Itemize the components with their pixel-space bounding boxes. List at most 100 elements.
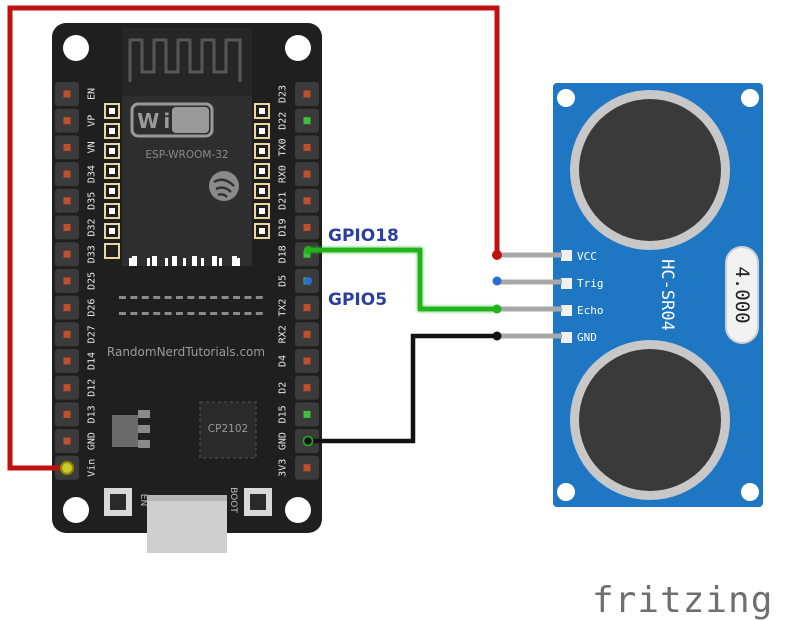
gpio18-label: GPIO18 [328,226,399,246]
pin-label: D32 [87,218,98,236]
boot-button[interactable]: BOOT [228,487,272,516]
pin-label: VN [87,141,98,153]
header-pin-left-vp[interactable]: VP [55,108,98,133]
mounting-hole [285,497,311,523]
transducer-bottom [570,340,730,500]
module-label: ESP-WROOM-32 [145,149,228,161]
mounting-hole [285,35,311,61]
pin-label: D34 [87,165,98,183]
pin-pad-echo [561,305,572,316]
pin-label: 3V3 [278,459,289,477]
pin-label: D33 [87,245,98,263]
pin-label: D15 [278,405,289,423]
wifi-logo: WiFi [137,109,202,133]
header-pin-right-d22[interactable]: D22 [278,108,320,133]
header-pin-right-d21[interactable]: D21 [278,188,320,213]
mounting-hole [63,35,89,61]
header-pin-left-d14[interactable]: D14 [55,349,98,373]
espressif-logo [209,171,239,201]
pin-label: VP [87,115,98,127]
gpio5-label: GPIO5 [328,290,387,310]
pin-pad-vcc [561,250,572,261]
module-pads [104,103,270,266]
header-pin-right-tx2[interactable]: TX2 [278,295,320,320]
sensor-pins: VCC Trig Echo GND [561,250,604,344]
pin-label: D26 [87,299,98,317]
pin-label: D35 [87,192,98,210]
header-pin-right-d18[interactable]: D18 [278,242,320,267]
header-pin-left-vn[interactable]: VN [55,135,98,160]
pin-label: RX0 [278,165,289,183]
wire-end-vin [60,461,74,475]
voltage-regulator [112,410,150,448]
mounting-hole [557,483,575,501]
header-pin-left-d13[interactable]: D13 [55,402,98,427]
header-pin-left-d26[interactable]: D26 [55,295,98,320]
header-pin-left-d33[interactable]: D33 [55,242,98,267]
pin-label: D25 [87,272,98,290]
esp32-board: WiFi ESP-WROOM-32 ENVPVND34D35D32D33D25D… [52,23,322,553]
header-pin-left-gnd[interactable]: GND [55,429,98,454]
crystal-label: 4.000 [731,266,753,323]
pin-label: GND [278,432,289,450]
esp-wroom-32-module: WiFi ESP-WROOM-32 [104,28,270,266]
pin-label: D2 [278,382,289,394]
header-pin-right-tx0[interactable]: TX0 [278,135,320,160]
header-pin-left-en[interactable]: EN [55,82,98,106]
header-pin-left-d12[interactable]: D12 [55,375,98,400]
pin-label: D4 [278,355,289,367]
pin-label: D19 [278,218,289,236]
wire-end-vcc [492,250,502,260]
header-pin-right-rx0[interactable]: RX0 [278,162,320,187]
wire-end-board-gnd [302,435,314,447]
sensor-model-label: HC-SR04 [657,259,677,331]
pin-label: D14 [87,352,98,370]
pin-label: Vin [87,459,98,477]
pin-label: EN [87,88,98,100]
pin-label-trig: Trig [577,277,604,290]
wire-end-trig [492,276,502,286]
antenna-trace [128,38,242,82]
pin-label: RX2 [278,325,289,343]
pin-label: TX0 [278,138,289,156]
header-pin-right-d4[interactable]: D4 [278,349,320,373]
wire-end-echo [492,304,502,314]
cp2102-chip: CP2102 [199,401,257,459]
wires [7,5,502,475]
pin-label-vcc: VCC [577,250,597,263]
pin-label: D22 [278,112,289,130]
transducer-top [570,90,730,250]
en-button-label: EN [138,494,148,506]
pin-label: GND [87,432,98,450]
wire-gnd-to-gnd [308,333,497,444]
sensor-header-leads [496,252,562,339]
pin-label: D5 [278,275,289,287]
pin-label: D13 [87,405,98,423]
pin-label: TX2 [278,299,289,317]
header-pin-right-d19[interactable]: D19 [278,215,320,240]
pin-label-echo: Echo [577,304,604,317]
header-pin-left-d35[interactable]: D35 [55,188,98,213]
header-pin-right-3v3[interactable]: 3V3 [278,455,320,480]
header-pin-left-d25[interactable]: D25 [55,268,98,293]
en-button[interactable]: EN [104,488,148,516]
header-pin-left-d27[interactable]: D27 [55,322,98,347]
mounting-hole [741,89,759,107]
pin-label: D23 [278,85,289,103]
header-pin-left-d34[interactable]: D34 [55,162,98,187]
header-pin-right-d2[interactable]: D2 [278,375,320,400]
crystal-oscillator: 4.000 [725,246,759,344]
pin-label: D18 [278,245,289,263]
header-pin-right-d15[interactable]: D15 [278,402,320,427]
hc-sr04-sensor: 4.000 HC-SR04 VCC Trig Echo GND [496,83,763,507]
wifi-logo-frame [130,102,214,138]
wire-end-d18 [304,246,312,254]
header-pin-left-d32[interactable]: D32 [55,215,98,240]
header-pin-right-d23[interactable]: D23 [278,82,320,106]
header-pin-right-rx2[interactable]: RX2 [278,322,320,347]
wire-end-d5 [304,277,312,285]
pin-label: D27 [87,325,98,343]
